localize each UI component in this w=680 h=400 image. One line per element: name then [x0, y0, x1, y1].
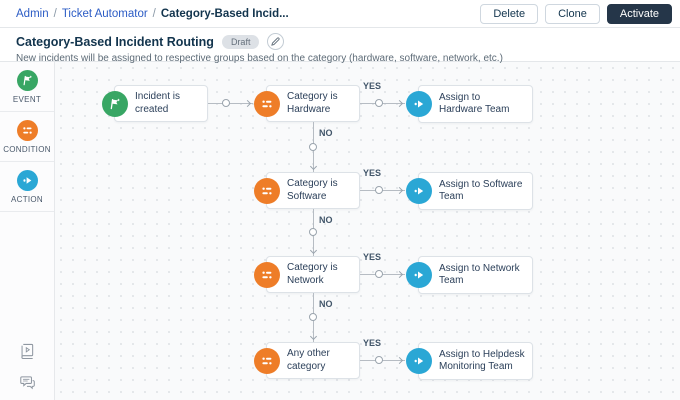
- breadcrumb-ticket-automator[interactable]: Ticket Automator: [61, 7, 148, 20]
- breadcrumb-current-page: Category-Based Incid...: [160, 7, 289, 20]
- sliders-condition-icon: [254, 261, 280, 288]
- condition-node-software[interactable]: Category is Software: [254, 172, 360, 209]
- action-node-hardware-team[interactable]: Assign to Hardware Team: [406, 85, 533, 123]
- edge-add-step-handle[interactable]: [309, 143, 317, 151]
- arrowhead-down-icon: [309, 332, 317, 341]
- top-bar: Admin / Ticket Automator / Category-Base…: [0, 0, 680, 28]
- action-node-helpdesk-monitoring-team[interactable]: Assign to Helpdesk Monitoring Team: [406, 342, 533, 380]
- status-badge: Draft: [221, 34, 260, 49]
- condition-node-network[interactable]: Category is Network: [254, 256, 360, 293]
- pencil-icon: [271, 37, 281, 46]
- edge-line: [208, 103, 253, 104]
- palette-item-event[interactable]: EVENT: [0, 62, 54, 112]
- condition-node-any-other[interactable]: Any other category: [254, 342, 360, 379]
- clone-button[interactable]: Clone: [545, 3, 600, 24]
- palette-item-condition[interactable]: CONDITION: [0, 112, 54, 162]
- edge-add-step-handle[interactable]: [309, 313, 317, 321]
- edge-add-step-handle[interactable]: [375, 270, 383, 278]
- arrowhead-right-icon: [243, 99, 252, 107]
- no-edge-label: NO: [319, 215, 333, 225]
- event-node-incident-created[interactable]: Incident is created: [102, 85, 208, 122]
- edge-add-step-handle[interactable]: [375, 356, 383, 364]
- action-node-label: Assign to Software Team: [439, 178, 523, 203]
- condition-node-label: Any other category: [287, 348, 330, 372]
- action-node-network-team[interactable]: Assign to Network Team: [406, 256, 533, 294]
- toolbar-actions: Delete Clone Activate: [480, 3, 672, 24]
- yes-edge-label: YES: [363, 338, 382, 348]
- palette-label-condition: CONDITION: [3, 144, 51, 154]
- yes-edge-label: YES: [363, 252, 382, 262]
- yes-edge-label: YES: [363, 81, 382, 91]
- arrowhead-right-icon: [395, 356, 404, 364]
- palette-label-event: EVENT: [12, 94, 42, 104]
- condition-node-label: Category is Hardware: [287, 91, 338, 115]
- edge-add-step-handle[interactable]: [375, 99, 383, 107]
- arrowhead-right-icon: [395, 186, 404, 194]
- breadcrumb: Admin / Ticket Automator / Category-Base…: [16, 8, 289, 20]
- edge-add-step-handle[interactable]: [375, 186, 383, 194]
- arrowhead-down-icon: [309, 246, 317, 255]
- forward-arrow-action-icon: [406, 348, 432, 374]
- edit-title-button[interactable]: [267, 33, 285, 50]
- guide-book-icon[interactable]: [20, 343, 35, 359]
- action-node-label: Assign to Helpdesk Monitoring Team: [439, 348, 525, 373]
- workflow-header: Category-Based Incident Routing Draft Ne…: [0, 28, 680, 64]
- workflow-description: New incidents will be assigned to respec…: [16, 53, 503, 64]
- forward-arrow-action-icon: [406, 91, 432, 117]
- flag-event-icon: [102, 90, 128, 117]
- arrowhead-right-icon: [395, 99, 404, 107]
- forward-arrow-action-icon: [406, 262, 432, 288]
- palette-sidebar: EVENT CONDITION ACTION: [0, 62, 55, 400]
- forward-arrow-action-icon: [406, 178, 432, 204]
- workflow-canvas[interactable]: Incident is created Category is Hardware…: [55, 62, 680, 400]
- condition-node-label: Category is Network: [287, 262, 338, 286]
- sliders-condition-icon: [254, 90, 280, 117]
- sliders-condition-icon: [254, 177, 280, 204]
- no-edge-label: NO: [319, 299, 333, 309]
- yes-edge-label: YES: [363, 168, 382, 178]
- flag-event-icon: [16, 69, 38, 91]
- delete-button[interactable]: Delete: [480, 3, 539, 24]
- feedback-chat-icon[interactable]: [19, 375, 36, 390]
- breadcrumb-separator: /: [53, 7, 57, 20]
- event-node-label: Incident is created: [135, 91, 181, 115]
- edge-add-step-handle[interactable]: [222, 99, 230, 107]
- breadcrumb-admin[interactable]: Admin: [16, 7, 49, 20]
- sliders-condition-icon: [16, 119, 38, 141]
- arrowhead-right-icon: [395, 270, 404, 278]
- palette-label-action: ACTION: [10, 194, 44, 204]
- palette-item-action[interactable]: ACTION: [0, 162, 54, 212]
- activate-button[interactable]: Activate: [606, 3, 672, 24]
- forward-arrow-action-icon: [16, 169, 38, 191]
- condition-node-label: Category is Software: [287, 178, 338, 202]
- no-edge-label: NO: [319, 128, 333, 138]
- action-node-label: Assign to Hardware Team: [439, 91, 510, 116]
- edge-add-step-handle[interactable]: [309, 228, 317, 236]
- action-node-software-team[interactable]: Assign to Software Team: [406, 172, 533, 210]
- action-node-label: Assign to Network Team: [439, 262, 520, 287]
- page-title: Category-Based Incident Routing: [16, 34, 214, 49]
- sliders-condition-icon: [254, 347, 280, 374]
- arrowhead-down-icon: [309, 162, 317, 171]
- condition-node-hardware[interactable]: Category is Hardware: [254, 85, 360, 122]
- breadcrumb-separator: /: [152, 7, 156, 20]
